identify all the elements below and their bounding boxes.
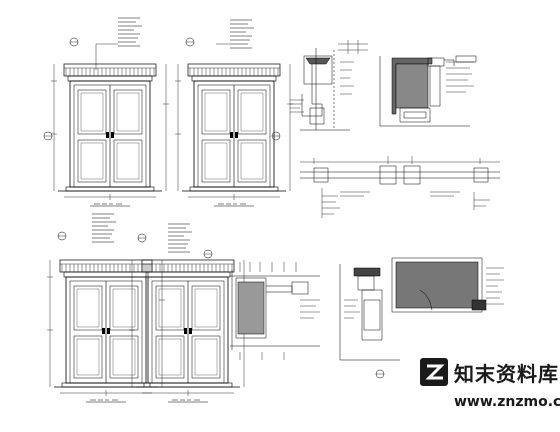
detail-section-1 [290, 48, 354, 131]
watermark-url: www.znzmo.com [454, 394, 560, 410]
watermark-title: 知末资料库 [454, 362, 559, 386]
detail-section-3 [230, 262, 320, 360]
watermark: 知末资料库 www.znzmo.com [414, 356, 560, 418]
door-elevation-4 [128, 259, 248, 403]
door-elevation-3 [46, 259, 166, 403]
detail-section-2 [379, 55, 477, 127]
door-elevation-1 [50, 63, 170, 207]
horizontal-section [300, 156, 500, 218]
znzmo-logo-icon [420, 358, 448, 386]
door-elevation-2 [174, 63, 294, 207]
detail-section-4 [339, 257, 504, 361]
